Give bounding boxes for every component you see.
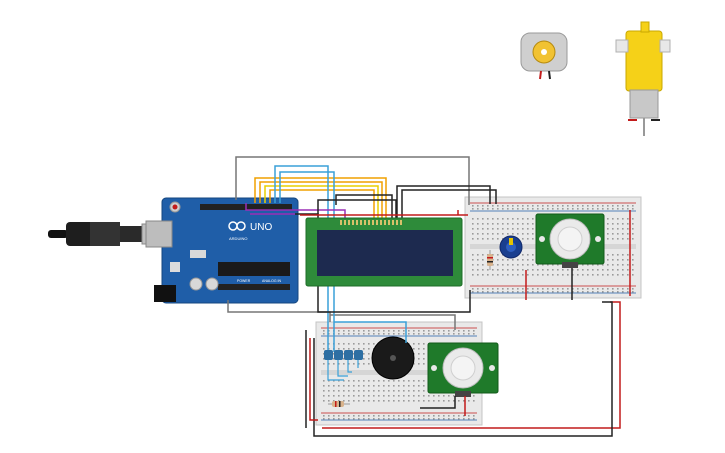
wire-group-gray [227,156,470,330]
led-icon [354,350,363,360]
wire-group-power [295,210,631,437]
resistor-icon [328,401,350,407]
led-array [324,350,363,381]
gear-motor-icon[interactable] [615,21,671,136]
board-brand-label: ARDUINO [229,236,247,241]
buzzer-icon[interactable] [371,336,415,380]
board-model-label: UNO [250,222,272,233]
led-icon [334,350,343,360]
pir-sensor-icon[interactable] [427,342,499,397]
arduino-logo-icon [228,221,246,231]
lcd-display[interactable] [305,217,463,287]
dc-motor-icon[interactable] [520,32,568,80]
led-icon [344,350,353,360]
resistor-icon [487,250,493,270]
pir-sensor-icon[interactable] [535,213,605,268]
led-icon [324,350,333,360]
arduino-uno-board[interactable]: UNO ARDUINO POWER ANALOG IN [145,197,299,304]
power-header-label: POWER [237,279,251,283]
analog-header-label: ANALOG IN [262,279,282,283]
potentiometer-icon[interactable] [499,235,523,259]
wire-group-bottom [334,321,466,416]
